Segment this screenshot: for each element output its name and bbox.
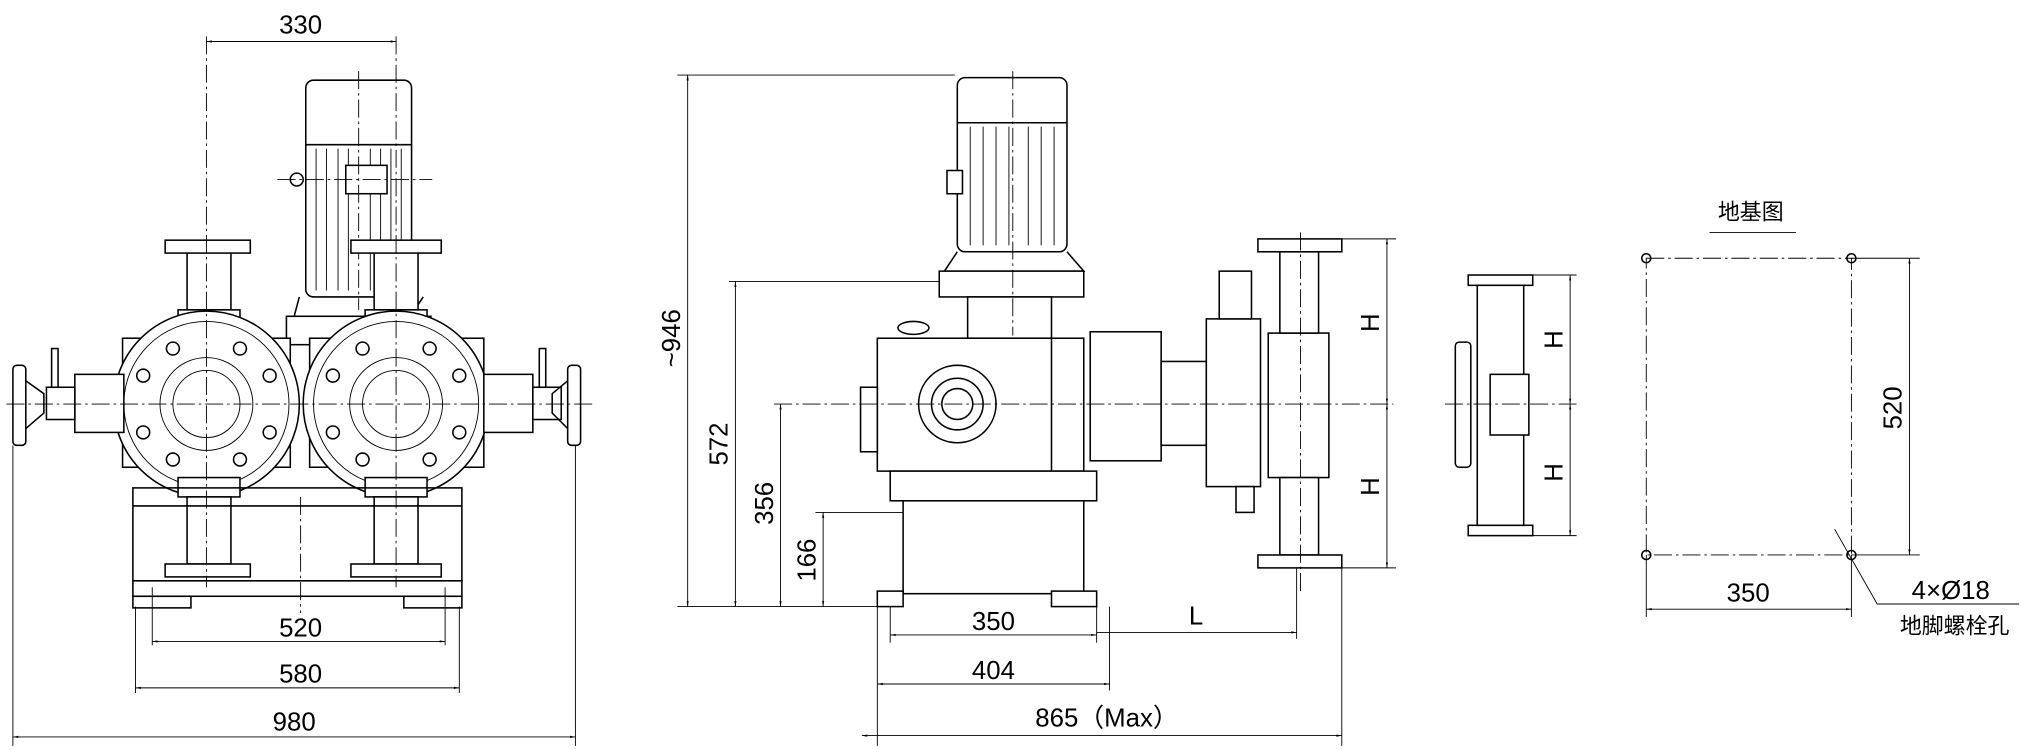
side-dimensions: ~946 572 356 166 350 L 404 865（Max） [658, 74, 1396, 746]
dim-356: 356 [751, 482, 779, 525]
dim-580: 580 [279, 661, 322, 689]
bolt-hole-label: 地脚螺栓孔 [1900, 615, 2010, 640]
dim-H-upper: H [1357, 313, 1385, 332]
dim-350: 350 [972, 608, 1015, 636]
front-dimensions: 330 520 580 980 [12, 12, 576, 746]
dim-520: 520 [279, 614, 322, 642]
end-dim-H-upper: H [1540, 330, 1568, 349]
foundation-dim-520: 520 [1880, 386, 1908, 429]
foundation-title: 地基图 [1718, 201, 1784, 226]
foundation-plan: 地基图 520 350 4×Ø18 地脚螺栓孔 [1640, 201, 2020, 640]
dim-L: L [1189, 603, 1203, 631]
gearbox [859, 320, 1208, 608]
front-view: 330 520 580 980 [6, 12, 594, 746]
foundation-dim-350: 350 [1727, 579, 1770, 607]
motor-side [938, 71, 1086, 340]
pump-head-right [302, 36, 582, 588]
bolt-hole-markers [1640, 252, 1857, 561]
dim-946: ~946 [658, 309, 686, 367]
bolt-hole-spec: 4×Ø18 [1912, 577, 1990, 605]
dim-572: 572 [706, 423, 734, 466]
end-dim-H-lower: H [1540, 463, 1568, 482]
dim-865-max: 865（Max） [1035, 705, 1178, 733]
dim-166: 166 [793, 539, 821, 582]
dim-980: 980 [273, 708, 316, 736]
base-frame [132, 487, 463, 614]
dim-H-lower: H [1357, 477, 1385, 496]
end-view: H H [1445, 274, 1581, 537]
pump-head-side [1205, 232, 1343, 594]
dim-330: 330 [279, 12, 322, 40]
side-view: ~946 572 356 166 350 L 404 865（Max） [658, 71, 1396, 746]
pump-head-left [12, 36, 301, 588]
dim-404: 404 [972, 657, 1015, 685]
